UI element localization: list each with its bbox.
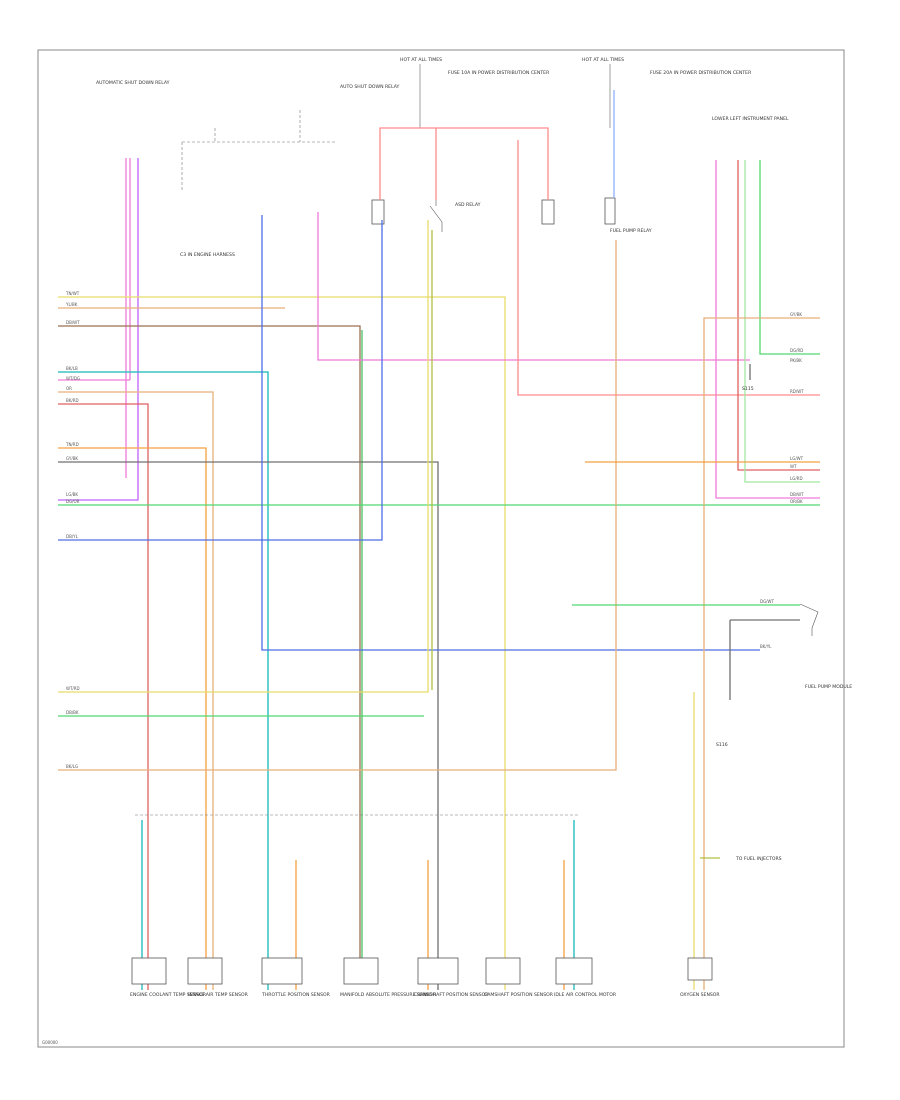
wire-ltgreen-right	[744, 160, 820, 483]
relay-switches	[371, 197, 819, 636]
sensor-box-2	[187, 957, 223, 985]
relay-coil-3	[604, 197, 616, 225]
connector-outline-top	[181, 110, 335, 192]
wire-label: PK/BK	[790, 358, 802, 363]
wire-yellow-top	[58, 296, 506, 990]
fuse-right-label: FUSE 20A IN POWER DISTRIBUTION CENTER	[650, 70, 752, 76]
sensor-box-7	[555, 957, 593, 985]
sensor-box-3	[261, 957, 303, 985]
wire-pink-1	[58, 158, 131, 381]
wire-violet-1	[58, 158, 139, 501]
wire-label: OR/BK	[790, 499, 803, 504]
wire-label: OR	[66, 386, 72, 391]
wire-label: RD/WT	[790, 389, 804, 394]
right-conn-label: LOWER LEFT INSTRUMENT PANEL	[712, 116, 789, 122]
fuse-left-label: FUSE 10A IN POWER DISTRIBUTION CENTER	[448, 70, 550, 76]
sensor-box-4	[343, 957, 379, 985]
relay-center-label: AUTO SHUT DOWN RELAY	[340, 84, 400, 90]
wire-tan-1	[58, 391, 214, 990]
wires	[58, 90, 820, 990]
power-right-label: HOT AT ALL TIMES	[582, 57, 624, 63]
sensor-label: CRANKSHAFT POSITION SENSOR	[414, 992, 489, 998]
power-feeds: HOT AT ALL TIMES HOT AT ALL TIMES FUSE 1…	[96, 57, 789, 258]
wire-gray-right-2	[729, 619, 800, 700]
wire-label: LG/RD	[790, 476, 803, 481]
right-wire-labels: GY/BK DG/RD PK/BK RD/WT LG/WT WT LG/RD D…	[760, 312, 804, 649]
wire-label: TN/WT	[65, 291, 80, 296]
wire-label: DB/BK	[66, 710, 79, 715]
wire-red-right-2	[737, 160, 820, 471]
wire-label: WT/RD	[66, 686, 80, 691]
wire-label: DG/WT	[760, 599, 774, 604]
wire-label: YL/BK	[65, 302, 78, 307]
ground-symbol-right	[799, 603, 819, 636]
wire-label: BK/RD	[66, 398, 79, 403]
wire-teal	[58, 371, 269, 990]
wire-label: DB/WT	[790, 492, 804, 497]
wire-orange-1	[58, 447, 207, 990]
relay-coil-2	[541, 199, 555, 225]
wire-yellow-bottom	[58, 220, 429, 693]
bottom-right-tag-label: TO FUEL INJECTORS	[735, 856, 782, 862]
wire-blue-1	[58, 220, 383, 541]
wire-label: DB/WT	[66, 320, 80, 325]
splice-label: S115	[742, 386, 754, 392]
wire-label: TN/RD	[65, 442, 79, 447]
top-left-module-label: AUTOMATIC SHUT DOWN RELAY	[96, 80, 170, 86]
sensor-label: OXYGEN SENSOR	[680, 992, 720, 998]
left-conn-label: C3 IN ENGINE HARNESS	[180, 252, 235, 258]
wire-label: WT	[790, 464, 797, 469]
wire-label: DB/YL	[66, 534, 79, 539]
wire-red-power	[379, 127, 549, 200]
wire-label: LG/WT	[790, 456, 804, 461]
bottom-right-splice-label: S116	[716, 742, 728, 748]
wire-label: DG/OR	[66, 499, 80, 504]
wire-red-right	[517, 140, 820, 396]
right-mid-conn-label: FUEL PUMP RELAY	[610, 228, 652, 234]
sensor-label: ENGINE COOLANT TEMP SENSOR	[130, 992, 207, 998]
wire-label: GY/BK	[66, 456, 78, 461]
sensors: ENGINE COOLANT TEMP SENSOR INTAKE AIR TE…	[130, 957, 720, 998]
sensor-label: IDLE AIR CONTROL MOTOR	[554, 992, 617, 998]
wire-blue-2	[261, 215, 760, 651]
sensor-label: INTAKE AIR TEMP SENSOR	[188, 992, 249, 998]
sensor-label: MANIFOLD ABSOLUTE PRESSURE SENSOR	[340, 992, 437, 998]
wire-label: LG/BK	[66, 492, 78, 497]
sensor-label: THROTTLE POSITION SENSOR	[261, 992, 331, 998]
wire-tan-right	[703, 317, 820, 990]
sensor-box-5	[417, 957, 459, 985]
wire-pink-right	[715, 160, 820, 499]
wire-brown	[58, 325, 361, 980]
power-left-label: HOT AT ALL TIMES	[400, 57, 442, 63]
wire-green-right	[759, 160, 820, 355]
wire-label: WT/DG	[66, 376, 80, 381]
page-code: G00000	[42, 1040, 58, 1045]
relay-coil-1	[371, 199, 385, 225]
wire-tan-bottom	[58, 240, 617, 771]
right-lower-module-label: FUEL PUMP MODULE	[805, 684, 852, 690]
left-wire-labels: TN/WT YL/BK DB/WT BK/LB WT/DG OR BK/RD T…	[65, 291, 80, 769]
sensor-box-1	[131, 957, 167, 985]
wire-label: BK/LG	[66, 764, 78, 769]
wire-label: BK/LB	[66, 366, 78, 371]
wire-label: GY/BK	[790, 312, 802, 317]
right-components: S115 FUEL PUMP MODULE S116 TO FUEL INJEC…	[716, 386, 852, 862]
sensor-label: CAMSHAFT POSITION SENSOR	[484, 992, 554, 998]
wire-label: BK/YL	[760, 644, 772, 649]
sensor-box-8	[687, 957, 713, 981]
diagram-frame	[37, 49, 845, 1048]
relay-side-label: ASD RELAY	[455, 202, 481, 208]
sensor-box-6	[485, 957, 521, 985]
wire-label: DG/RD	[790, 348, 803, 353]
wire-red-1	[58, 403, 149, 990]
wire-pink-relay	[317, 212, 750, 361]
wire-gray-1	[58, 461, 439, 990]
